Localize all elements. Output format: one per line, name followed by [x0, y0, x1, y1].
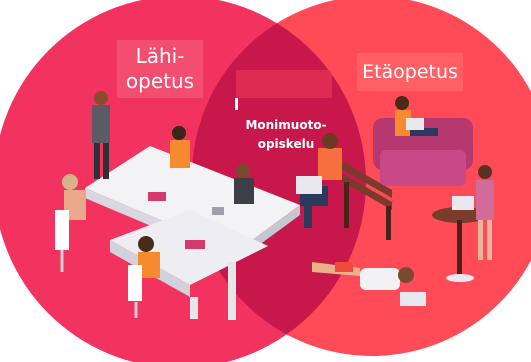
- overlap-label-backdrop: [236, 70, 332, 98]
- right-circle-label: Etäopetus: [362, 61, 458, 83]
- bench-illustration: [296, 133, 392, 240]
- overlap-label: Monimuoto- opiskelu: [245, 118, 327, 151]
- left-label-backdrop: [117, 40, 203, 98]
- meeting-table-illustration: [55, 91, 300, 320]
- sofa-illustration: [373, 96, 473, 186]
- left-circle-label: Lähi- opetus: [125, 44, 195, 93]
- lying-student-illustration: [312, 262, 426, 306]
- right-label-backdrop: [357, 53, 463, 91]
- overlap-label-marker: [235, 98, 238, 110]
- cafe-table-illustration: [432, 165, 494, 282]
